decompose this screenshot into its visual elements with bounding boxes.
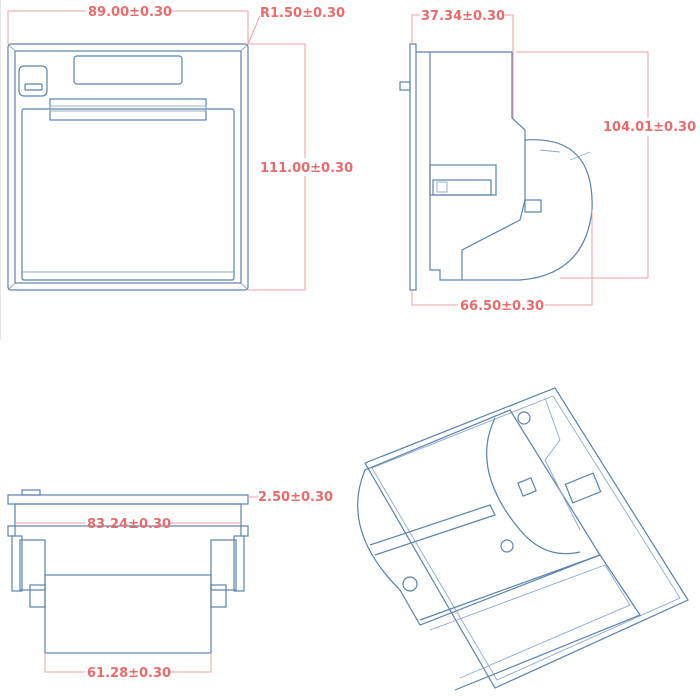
dim-front-width: 89.00±0.30 [88, 5, 172, 20]
dim-side-bezel-depth: 37.34±0.30 [421, 9, 505, 24]
front-view [7, 43, 249, 291]
dim-corner-radius: R1.50±0.30 [260, 6, 345, 21]
bottom-dimensions: 2.50±0.30 83.24±0.30 61.28±0.30 [15, 490, 333, 681]
dim-front-height: 111.00±0.30 [260, 161, 353, 176]
dim-side-height: 104.01±0.30 [603, 120, 696, 135]
paper-door [21, 108, 235, 281]
side-dimensions: 37.34±0.30 104.01±0.30 66.50±0.30 [411, 9, 696, 314]
bottom-view [7, 489, 249, 654]
dim-bottom-plate-thickness: 2.50±0.30 [258, 490, 333, 505]
display-window [73, 55, 183, 85]
feed-button [18, 65, 48, 97]
dim-bottom-body-width: 83.24±0.30 [87, 517, 171, 532]
dim-bottom-inner-width: 61.28±0.30 [87, 666, 171, 681]
side-view [399, 43, 593, 291]
dim-side-depth: 66.50±0.30 [460, 299, 544, 314]
isometric-view [357, 387, 689, 691]
front-dimensions: 89.00±0.30 R1.50±0.30 111.00±0.30 [7, 5, 353, 291]
